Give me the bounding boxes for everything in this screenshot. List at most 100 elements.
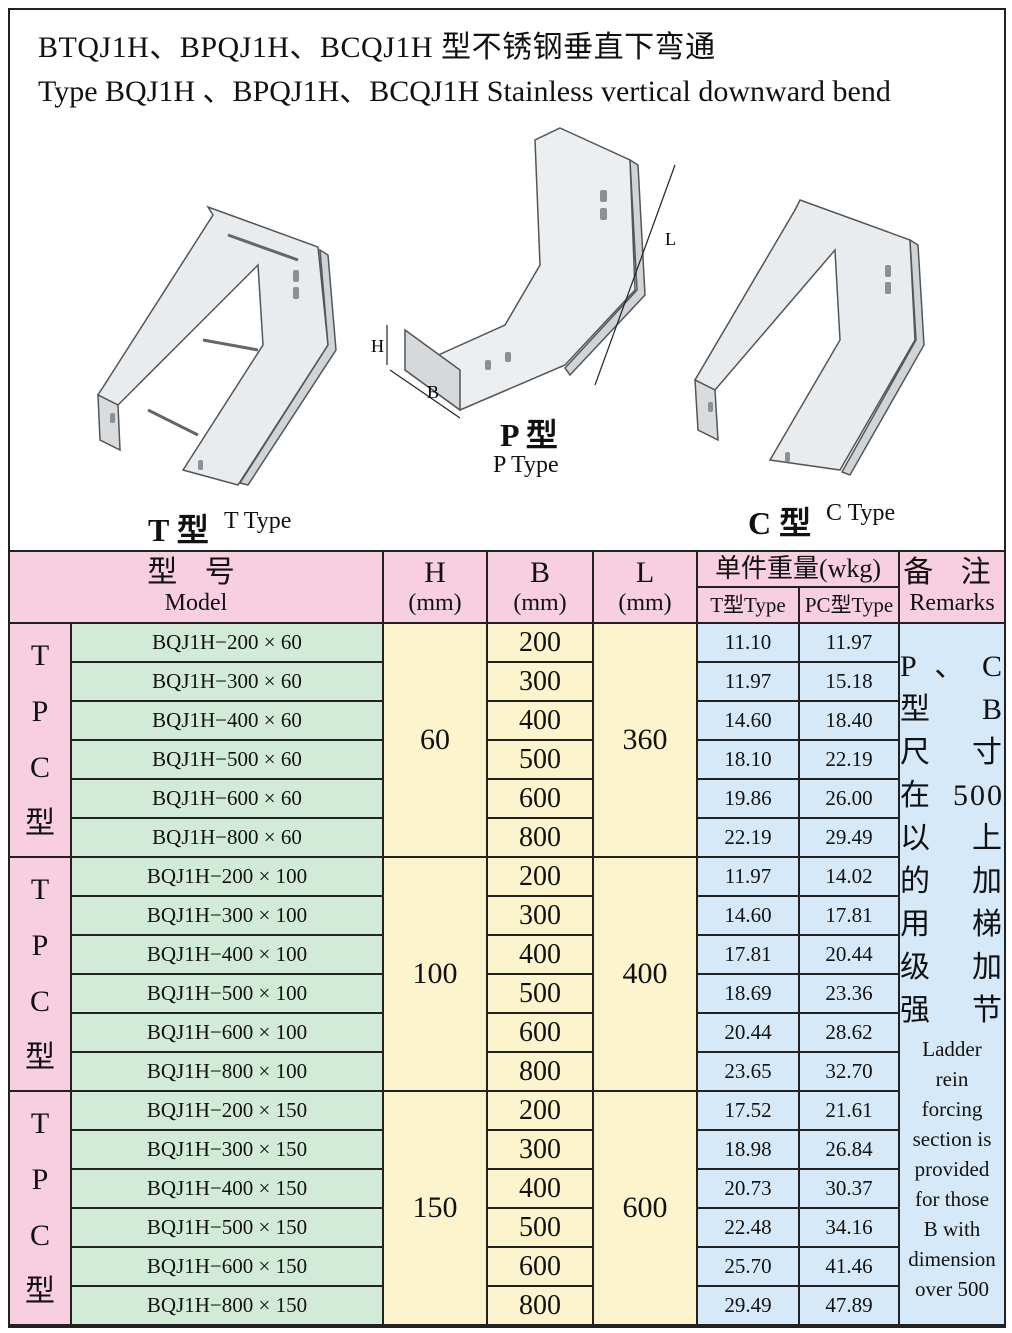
weight-pc-cell: 28.62 — [798, 1012, 900, 1053]
type-label-char: 型 — [25, 1041, 55, 1074]
weight-pc-cell: 21.61 — [798, 1090, 900, 1131]
b-cell: 400 — [486, 934, 594, 975]
type-label-char: T — [30, 873, 50, 906]
header-remarks-en: Remarks — [909, 590, 995, 616]
remarks-en-line: for those — [914, 1186, 990, 1211]
b-cell: 600 — [486, 1246, 594, 1287]
type-label-char: P — [31, 929, 49, 962]
model-cell: BQJ1H−600 × 100 — [70, 1012, 384, 1053]
model-cell: BQJ1H−500 × 60 — [70, 739, 384, 780]
header-weight-t: T型Type — [696, 586, 800, 624]
h-cell: 100 — [382, 856, 488, 1092]
t-type-bend-illustration — [96, 205, 337, 486]
b-cell: 600 — [486, 1012, 594, 1053]
weight-pc-cell: 47.89 — [798, 1285, 900, 1326]
type-label-char: C — [29, 1219, 50, 1252]
type-label-char: 型 — [25, 1275, 55, 1308]
header-remarks: 备 注 Remarks — [898, 550, 1006, 624]
model-cell: BQJ1H−300 × 100 — [70, 895, 384, 936]
header-model-en: Model — [164, 590, 228, 616]
header-l-unit: (mm) — [618, 590, 672, 616]
model-cell: BQJ1H−200 × 60 — [70, 622, 384, 663]
model-cell: BQJ1H−800 × 100 — [70, 1051, 384, 1092]
b-cell: 800 — [486, 1051, 594, 1092]
header-weight-label: 单件重量(wkg) — [714, 554, 882, 583]
header-weight-pc: PC型Type — [798, 586, 900, 624]
model-cell: BQJ1H−800 × 60 — [70, 817, 384, 858]
p-type-caption-en: P Type — [493, 452, 559, 478]
weight-t-cell: 29.49 — [696, 1285, 800, 1326]
h-cell: 60 — [382, 622, 488, 858]
title-chinese: BTQJ1H、BPQJ1H、BCQJ1H 型不锈钢垂直下弯通 — [38, 31, 716, 64]
l-cell: 360 — [592, 622, 698, 858]
b-cell: 200 — [486, 622, 594, 663]
type-label-char: C — [29, 985, 50, 1018]
type-label-char: P — [31, 1163, 49, 1196]
weight-t-cell: 11.97 — [696, 856, 800, 897]
dim-b-label: B — [427, 382, 439, 402]
type-label-char: P — [31, 695, 49, 728]
model-cell: BQJ1H−400 × 100 — [70, 934, 384, 975]
model-cell: BQJ1H−600 × 150 — [70, 1246, 384, 1287]
weight-t-cell: 25.70 — [696, 1246, 800, 1287]
dim-h-label: H — [371, 336, 384, 356]
b-cell: 500 — [486, 739, 594, 780]
header-b-label: B — [529, 556, 550, 589]
header-b-unit: (mm) — [513, 590, 567, 616]
model-cell: BQJ1H−800 × 150 — [70, 1285, 384, 1326]
header-h-label: H — [424, 556, 446, 589]
p-type-caption-cn: P 型 — [500, 417, 558, 453]
remarks-en-line: over 500 — [914, 1276, 990, 1301]
header-l-label: L — [635, 556, 655, 589]
weight-t-cell: 20.73 — [696, 1168, 800, 1209]
l-cell: 600 — [592, 1090, 698, 1326]
b-cell: 200 — [486, 1090, 594, 1131]
title-english: Type BQJ1H 、BPQJ1H、BCQJ1H Stainless vert… — [38, 75, 891, 108]
remarks-cn-line: 级 加 — [900, 950, 1004, 984]
weight-pc-cell: 26.84 — [798, 1129, 900, 1170]
remarks-en-line: B with — [923, 1216, 981, 1241]
weight-t-cell: 20.44 — [696, 1012, 800, 1053]
header-h: H (mm) — [382, 550, 488, 624]
model-cell: BQJ1H−300 × 60 — [70, 661, 384, 702]
b-cell: 600 — [486, 778, 594, 819]
t-type-caption-cn: T 型 — [148, 512, 209, 548]
b-cell: 200 — [486, 856, 594, 897]
weight-pc-cell: 14.02 — [798, 856, 900, 897]
weight-pc-cell: 41.46 — [798, 1246, 900, 1287]
h-cell: 150 — [382, 1090, 488, 1326]
header-remarks-cn: 备 注 — [903, 556, 1001, 589]
c-type-caption-cn: C 型 — [748, 505, 812, 541]
weight-pc-cell: 32.70 — [798, 1051, 900, 1092]
weight-t-cell: 18.98 — [696, 1129, 800, 1170]
weight-t-cell: 14.60 — [696, 895, 800, 936]
header-l: L (mm) — [592, 550, 698, 624]
remarks-cn-line: 用 梯 — [900, 907, 1004, 941]
weight-pc-cell: 29.49 — [798, 817, 900, 858]
type-label-char: T — [30, 1107, 50, 1140]
weight-t-cell: 18.69 — [696, 973, 800, 1014]
remarks-en-line: section is — [912, 1126, 992, 1151]
weight-pc-cell: 22.19 — [798, 739, 900, 780]
type-label-char: 型 — [25, 807, 55, 840]
remarks-cn-line: 以 上 — [900, 821, 1004, 855]
weight-pc-cell: 26.00 — [798, 778, 900, 819]
